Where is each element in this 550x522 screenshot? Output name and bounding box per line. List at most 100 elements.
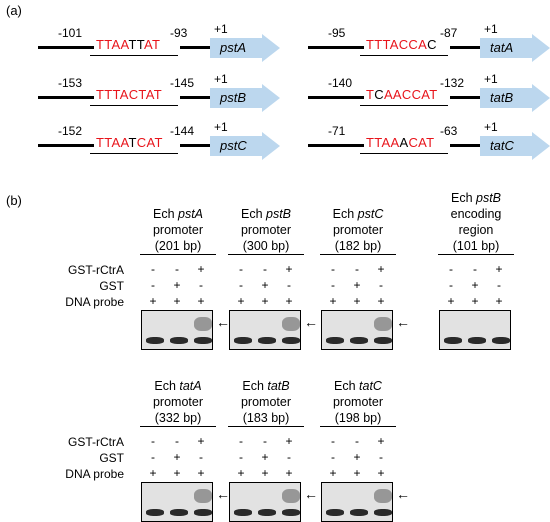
right-position: -93 [170, 26, 188, 40]
lane-sign: - [449, 262, 453, 276]
shifted-complex-band [194, 317, 212, 331]
lane-sign: - [199, 278, 203, 292]
gene-arrow-shape [210, 34, 280, 62]
organism-label: Ech [334, 379, 360, 393]
nonconsensus-base: C [427, 37, 437, 52]
gene-name: tatB [490, 90, 514, 105]
lane-sign: - [239, 262, 243, 276]
motif-base: TTT [96, 87, 120, 102]
panel-title-line: (201 bp) [154, 239, 202, 253]
gene-label: tatB [267, 379, 290, 393]
row-label: DNA probe [65, 295, 124, 309]
gene-name: pstA [220, 40, 247, 55]
lane-sign: - [287, 450, 291, 464]
panel-title-line: promoter [152, 223, 204, 237]
panel-title-line: promoter [332, 395, 384, 409]
lane-sign: + [329, 294, 337, 308]
lane-sign: + [237, 294, 245, 308]
free-probe-band [170, 509, 188, 516]
lane-sign: - [199, 450, 203, 464]
motif-base: TTAA [366, 135, 400, 150]
motif-base: ACT [119, 87, 146, 102]
gel-image [229, 310, 301, 350]
lane-sign: + [353, 466, 361, 480]
panel-title-line: (198 bp) [334, 411, 382, 425]
free-probe-band [326, 337, 344, 344]
free-probe-band [350, 337, 368, 344]
lane-sign: + [173, 450, 181, 464]
lane-sign: + [197, 466, 205, 480]
spacer-line [180, 96, 210, 99]
panel-title-line: promoter [240, 395, 292, 409]
free-probe-band [146, 337, 164, 344]
left-position: -140 [328, 76, 353, 90]
organism-label: Ech [240, 207, 266, 221]
gene-label: pstA [178, 207, 204, 221]
shift-arrow-icon: ← [304, 314, 318, 330]
gene-label: tatC [359, 379, 382, 393]
panel-title-line: (101 bp) [452, 239, 500, 253]
panel-divider [438, 254, 514, 255]
gene-arrow-shape [480, 34, 550, 62]
lane-sign: + [173, 466, 181, 480]
free-probe-band [492, 337, 510, 344]
panel-title-line: promoter [240, 223, 292, 237]
gene-arrow-shape [480, 84, 550, 112]
lane-sign: + [237, 466, 245, 480]
right-position: -132 [440, 76, 465, 90]
lane-sign: + [197, 294, 205, 308]
panel-divider [140, 254, 216, 255]
left-position: -152 [58, 124, 83, 138]
free-probe-band [282, 337, 300, 344]
lane-sign: - [239, 434, 243, 448]
lane-sign: - [175, 434, 179, 448]
free-probe-band [374, 509, 392, 516]
motif-base: T [366, 87, 375, 102]
motif-sequence: TTTACTAT [96, 88, 162, 102]
shifted-complex-band [282, 489, 300, 503]
panel-title-line: (332 bp) [154, 411, 202, 425]
spacer-line [180, 46, 210, 49]
lane-sign: + [353, 294, 361, 308]
upstream-line [38, 144, 94, 147]
right-position: -145 [170, 76, 195, 90]
panel-divider [228, 254, 304, 255]
spacer-line [450, 96, 480, 99]
motif-sequence: TTTACCAC [366, 38, 437, 52]
transcription-start: +1 [214, 22, 228, 36]
lane-sign: + [377, 262, 385, 276]
row-label: GST [99, 451, 124, 465]
motif-base: AACCAT [383, 87, 438, 102]
panel-title-line: Ech pstB [434, 190, 518, 206]
panel-title-line: region [458, 223, 494, 237]
shift-arrow-icon: ← [396, 314, 410, 330]
lane-sign: + [261, 294, 269, 308]
upstream-line [38, 46, 94, 49]
free-probe-band [234, 509, 252, 516]
panel-title-line: Ech tatA [136, 378, 220, 394]
nonconsensus-base: T [128, 135, 137, 150]
lane-sign: - [497, 278, 501, 292]
lane-sign: - [355, 434, 359, 448]
lane-sign: - [239, 278, 243, 292]
lane-sign: - [331, 278, 335, 292]
shifted-complex-band [282, 317, 300, 331]
panel-divider [320, 426, 396, 427]
lane-sign: + [377, 434, 385, 448]
transcription-start: +1 [214, 72, 228, 86]
lane-sign: + [261, 278, 269, 292]
panel-title-line: Ech tatB [224, 378, 308, 394]
gel-image [321, 482, 393, 522]
motif-underline [360, 55, 448, 56]
spacer-line [450, 144, 480, 147]
gene-label: pstC [357, 207, 384, 221]
motif-base: TTAA [96, 37, 129, 52]
lane-sign: - [355, 262, 359, 276]
motif-sequence: TTAATCAT [96, 136, 163, 150]
motif-sequence: TTAATTAT [96, 38, 160, 52]
nonconsensus-base: C [374, 87, 384, 102]
gene-name: tatC [490, 138, 514, 153]
